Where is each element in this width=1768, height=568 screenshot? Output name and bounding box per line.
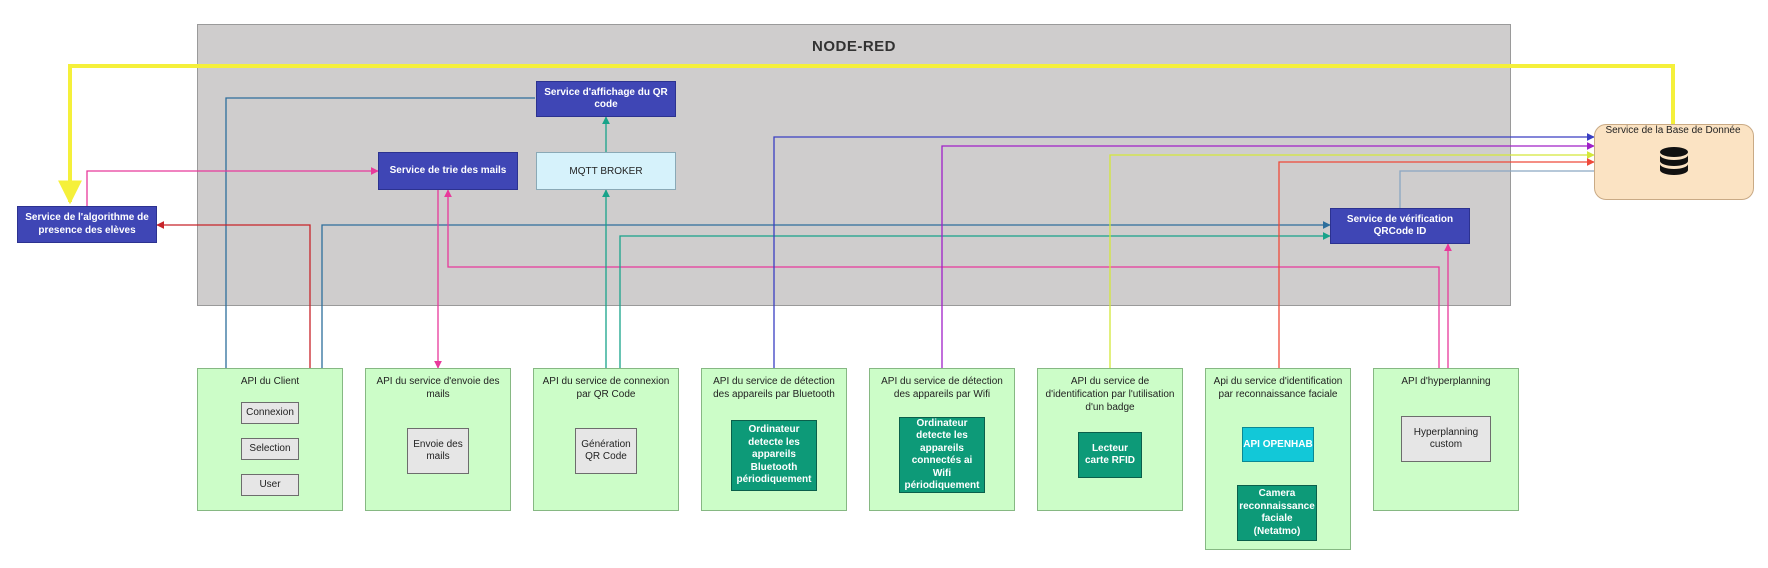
send-mails-node[interactable]: Envoie des mails (407, 428, 469, 474)
wire-db-to-presence (58, 64, 1675, 205)
mail-sort-service[interactable]: Service de trie des mails (378, 152, 518, 190)
connexion-button[interactable]: Connexion (241, 402, 299, 424)
presence-algorithm-service[interactable]: Service de l'algorithme de presence des … (17, 206, 157, 243)
api-qr-title: API du service de connexion par QR Code (542, 376, 670, 400)
wire-qr-gen-to-qr-verify (619, 232, 1331, 368)
node-red-title: NODE-RED (811, 38, 896, 55)
wire-hyperplanning-to-mail-sort (444, 189, 1440, 368)
api-badge-title: API du service de d'identification par l… (1045, 376, 1175, 413)
api-facial-title: Api du service d'identification par reco… (1213, 376, 1343, 400)
openhab-api-node[interactable]: API OPENHAB (1242, 427, 1314, 462)
rfid-reader-node[interactable]: Lecteur carte RFID (1078, 432, 1142, 478)
wire-presence-to-mail-sort (86, 167, 379, 206)
mqtt-broker[interactable]: MQTT BROKER (536, 152, 676, 190)
api-wifi-title: API du service de détection des appareil… (881, 376, 1003, 400)
api-bluetooth-title: API du service de détection des appareil… (713, 376, 835, 400)
api-mail-title: API du service d'envoie des mails (376, 376, 500, 400)
wire-facial-to-db (1278, 158, 1595, 368)
api-hyperplanning-title: API d'hyperplanning (1401, 376, 1491, 387)
qr-generation-node[interactable]: Génération QR Code (575, 428, 637, 474)
selection-button[interactable]: Selection (241, 438, 299, 460)
facial-camera-node[interactable]: Camera reconnaissance faciale (Netatmo) (1237, 485, 1317, 541)
bluetooth-detection-node[interactable]: Ordinateur detecte les appareils Bluetoo… (731, 420, 817, 491)
database-label: Service de la Base de Donnée (1605, 125, 1741, 136)
wire-rfid-to-db (1109, 151, 1595, 368)
qr-verify-service[interactable]: Service de vérification QRCode ID (1330, 208, 1470, 244)
hyperplanning-node[interactable]: Hyperplanning custom (1401, 416, 1491, 462)
wire-bluetooth-to-db (773, 133, 1595, 368)
api-client-title: API du Client (240, 376, 300, 387)
wire-wifi-to-db (941, 142, 1595, 368)
wire-qr-verify-to-db (1399, 170, 1594, 208)
user-button[interactable]: User (241, 474, 299, 496)
wifi-detection-node[interactable]: Ordinateur detecte les appareils connect… (899, 417, 985, 493)
wire-qr-display-to-connexion (225, 97, 535, 417)
database-icon (1658, 146, 1690, 180)
qr-display-service[interactable]: Service d'affichage du QR code (536, 81, 676, 117)
